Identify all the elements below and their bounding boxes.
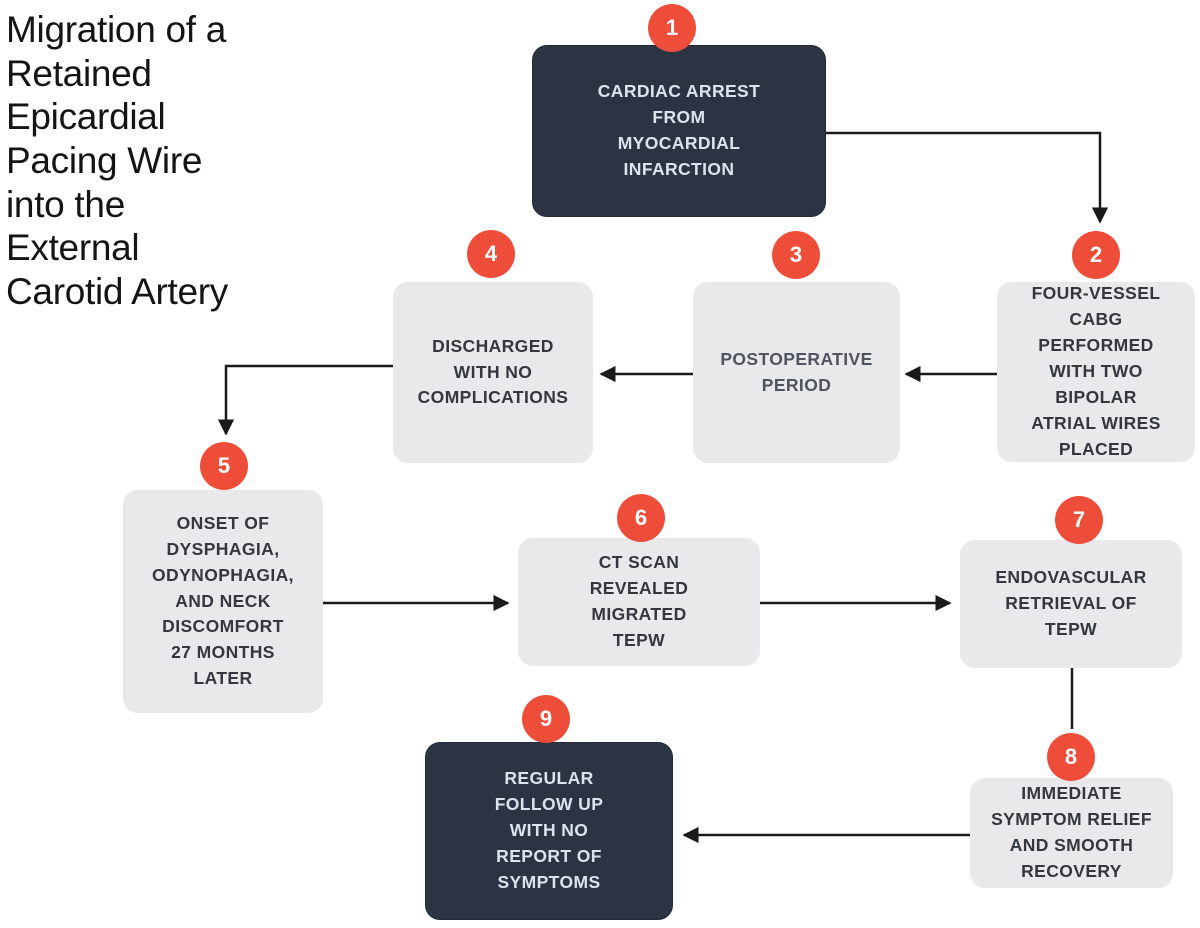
step-number-badge-8: 8: [1047, 733, 1095, 781]
diagram-title: Migration of a Retained Epicardial Pacin…: [6, 9, 228, 312]
step-label-7: ENDOVASCULAR RETRIEVAL OF TEPW: [995, 567, 1147, 639]
step-box-6: CT SCAN REVEALED MIGRATED TEPW: [518, 538, 760, 666]
step-label-9: REGULAR FOLLOW UP WITH NO REPORT OF SYMP…: [494, 768, 604, 892]
step-box-4: DISCHARGED WITH NO COMPLICATIONS: [393, 282, 593, 463]
connector-arrow-4-5: [217, 364, 393, 436]
step-label-2: FOUR-VESSEL CABG PERFORMED WITH TWO BIPO…: [1031, 283, 1161, 459]
step-box-3: POSTOPERATIVE PERIOD: [693, 282, 900, 463]
step-label-8: IMMEDIATE SYMPTOM RELIEF AND SMOOTH RECO…: [991, 783, 1152, 881]
step-number-badge-5: 5: [200, 442, 248, 490]
step-box-8: IMMEDIATE SYMPTOM RELIEF AND SMOOTH RECO…: [970, 778, 1173, 888]
step-box-1: CARDIAC ARREST FROM MYOCARDIAL INFARCTIO…: [532, 45, 826, 217]
step-label-3: POSTOPERATIVE PERIOD: [720, 348, 873, 395]
step-box-9: REGULAR FOLLOW UP WITH NO REPORT OF SYMP…: [425, 742, 673, 920]
step-label-1: CARDIAC ARREST FROM MYOCARDIAL INFARCTIO…: [597, 81, 761, 179]
step-box-5: ONSET OF DYSPHAGIA, ODYNOPHAGIA, AND NEC…: [123, 490, 323, 713]
step-number-badge-2: 2: [1072, 231, 1120, 279]
step-number-badge-6: 6: [617, 494, 665, 542]
step-label-5: ONSET OF DYSPHAGIA, ODYNOPHAGIA, AND NEC…: [152, 512, 294, 689]
step-label-4: DISCHARGED WITH NO COMPLICATIONS: [417, 335, 569, 408]
step-box-2: FOUR-VESSEL CABG PERFORMED WITH TWO BIPO…: [997, 282, 1195, 462]
step-number-badge-9: 9: [522, 695, 570, 743]
step-label-6: CT SCAN REVEALED MIGRATED TEPW: [589, 552, 689, 650]
step-number-badge-3: 3: [772, 231, 820, 279]
connector-arrow-1-2: [826, 131, 1109, 224]
step-box-7: ENDOVASCULAR RETRIEVAL OF TEPW: [960, 540, 1182, 668]
step-number-badge-4: 4: [467, 230, 515, 278]
step-number-badge-7: 7: [1055, 496, 1103, 544]
step-number-badge-1: 1: [648, 4, 696, 52]
